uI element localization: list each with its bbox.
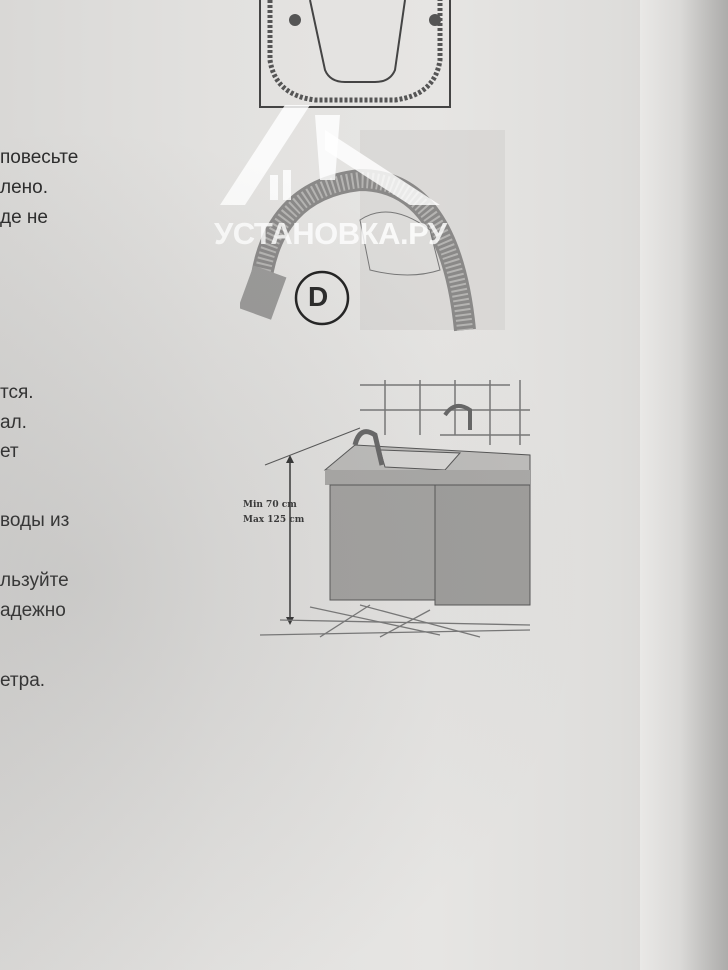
max-height-label: Max 125 cm	[243, 515, 305, 525]
text-line: етра.	[0, 670, 46, 691]
text-line: ал.	[0, 412, 27, 433]
text-line: повесьте	[0, 147, 79, 168]
drain-hose-illustration	[240, 130, 505, 332]
watermark-text: УСТАНОВКА.РУ	[214, 216, 447, 251]
text-line: воды из	[0, 510, 70, 531]
watermark-logo-icon	[220, 105, 440, 205]
text-line: де не	[0, 207, 48, 228]
figure-d-label: D	[308, 281, 329, 312]
min-height-label: Min 70 cm	[243, 500, 297, 510]
figure-d-marker	[294, 270, 350, 326]
text-line: ет	[0, 441, 19, 462]
text-line: лено.	[0, 177, 48, 198]
page-fold	[640, 0, 728, 970]
text-line: адежно	[0, 600, 66, 621]
sink-height-illustration	[260, 380, 531, 638]
page-edge-shadow	[680, 0, 728, 970]
text-line: льзуйте	[0, 570, 69, 591]
text-line: тся.	[0, 382, 34, 403]
washing-machine-illustration	[259, 0, 451, 108]
